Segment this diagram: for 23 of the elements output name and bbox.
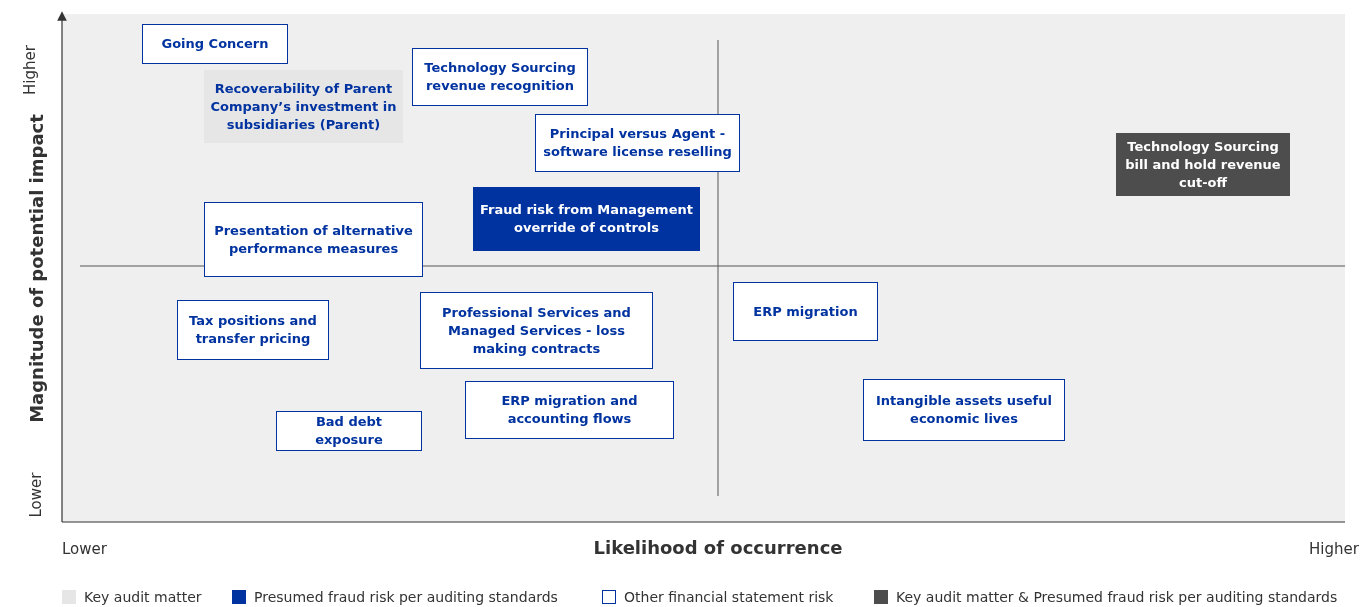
legend-label: Key audit matter (84, 589, 202, 605)
risk-box: ERP migration and accounting flows (465, 381, 674, 439)
risk-box: Going Concern (142, 24, 288, 64)
axis-end-label: Lower (26, 472, 45, 518)
risk-box: Fraud risk from Management override of controls (473, 187, 700, 251)
axis-title: Likelihood of occurrence (593, 537, 843, 558)
legend-label: Key audit matter & Presumed fraud risk per auditing standards (896, 589, 1338, 605)
risk-box: Technology Sourcing revenue recognition (412, 48, 588, 106)
risk-box: Professional Services and Managed Services - loss making contracts (420, 292, 653, 369)
risk-box: ERP migration (733, 282, 878, 341)
legend-label: Presumed fraud risk per auditing standards (254, 589, 558, 605)
axis-end-label: Higher (20, 45, 39, 95)
risk-box: Recoverability of Parent Company’s investment in subsidiaries (Parent) (204, 70, 403, 143)
risk-box: Principal versus Agent - software license reselling (535, 114, 740, 172)
axis-end-label: Higher (1309, 540, 1359, 558)
risk-box: Intangible assets useful economic lives (863, 379, 1065, 441)
risk-box: Presentation of alternative performance measures (204, 202, 423, 277)
risk-box: Tax positions and transfer pricing (177, 300, 329, 360)
axis-end-label: Lower (62, 540, 107, 558)
risk-box: Bad debt exposure (276, 411, 422, 451)
risk-box: Technology Sourcing bill and hold revenue cut-off (1116, 133, 1290, 196)
legend-label: Other financial statement risk (624, 589, 834, 605)
axis-title: Magnitude of potential impact (25, 113, 47, 423)
